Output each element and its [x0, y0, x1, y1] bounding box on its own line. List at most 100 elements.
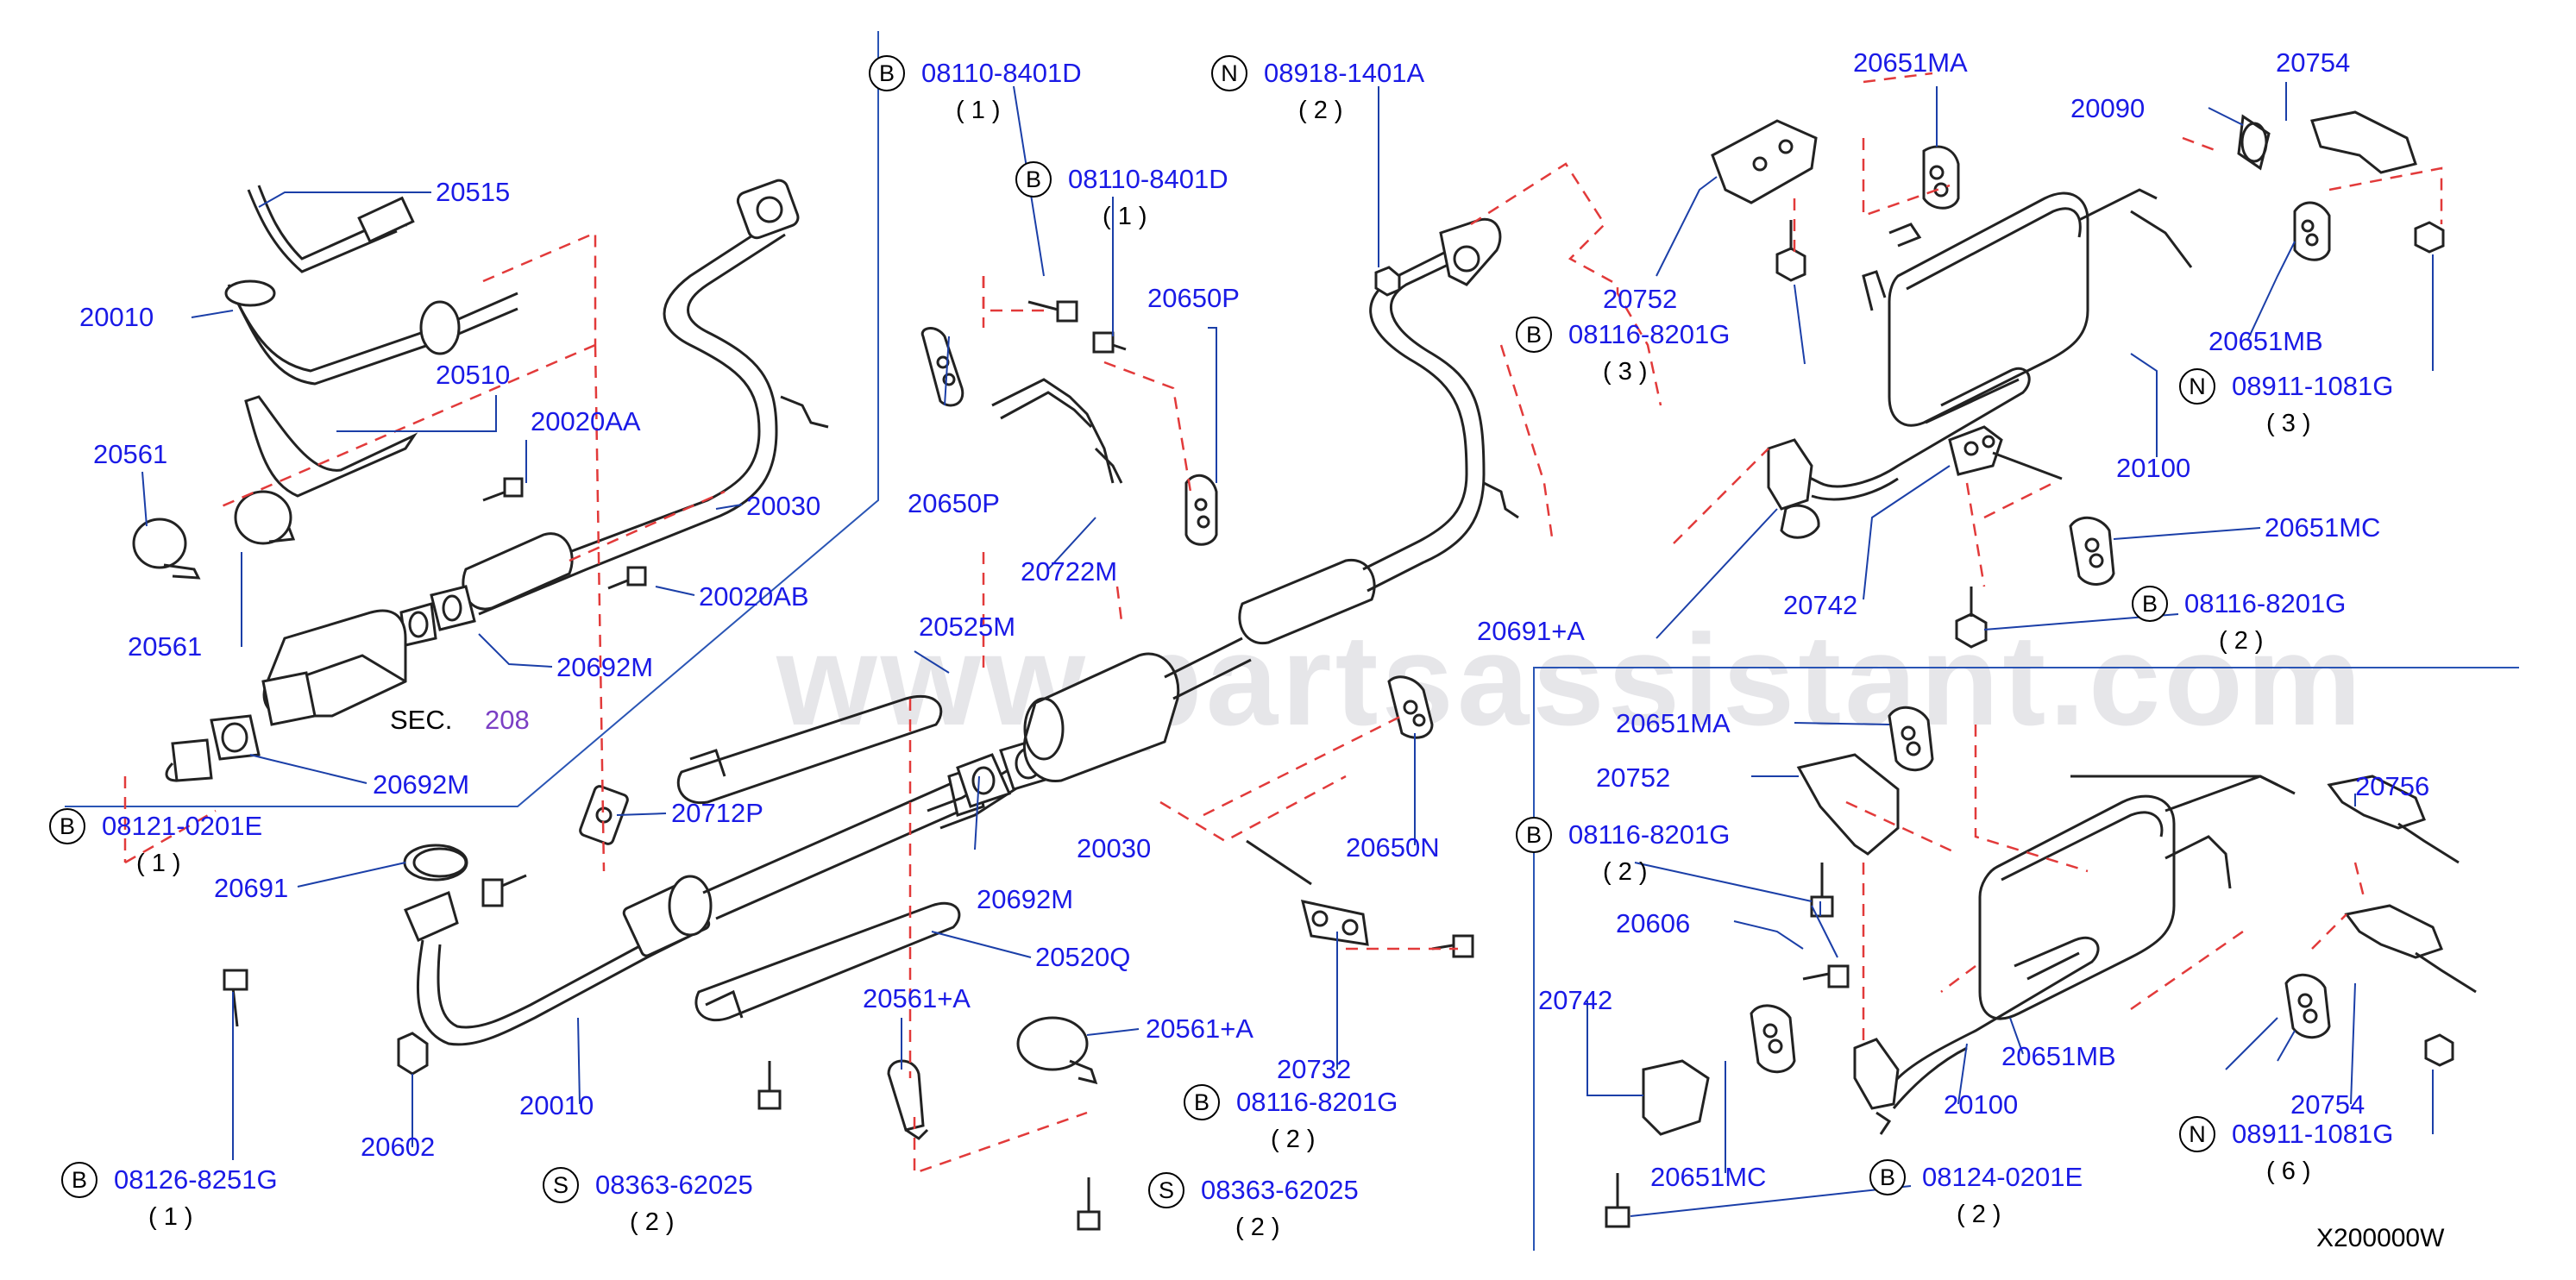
fastener-number[interactable]: 08363-62025: [595, 1170, 753, 1200]
part-number-20691-plus-a[interactable]: 20691+A: [1477, 616, 1585, 646]
part-number-20010[interactable]: 20010: [79, 302, 154, 332]
part-number-20510[interactable]: 20510: [436, 360, 510, 390]
fastener-number[interactable]: 08110-8401D: [1068, 164, 1228, 194]
fastener-type-badge: [1869, 1159, 1906, 1195]
fastener-number[interactable]: 08911-1081G: [2232, 1119, 2393, 1149]
hanger-mid-group: [920, 300, 1474, 958]
fastener-type-letter: B: [1880, 1164, 1895, 1190]
part-number-20692m[interactable]: 20692M: [977, 884, 1073, 914]
sec-number-link[interactable]: 208: [485, 705, 530, 735]
part-number-20754[interactable]: 20754: [2276, 47, 2350, 78]
part-number-20561-plus-a[interactable]: 20561+A: [1146, 1013, 1253, 1044]
part-number-20692m[interactable]: 20692M: [373, 769, 469, 800]
part-number-20020ab[interactable]: 20020AB: [699, 581, 809, 612]
part-number-20561-plus-a[interactable]: 20561+A: [863, 983, 971, 1013]
part-number-20561[interactable]: 20561: [93, 439, 167, 469]
part-number-20651mc[interactable]: 20651MC: [1650, 1162, 1766, 1192]
fastener-quantity: ( 2 ): [2219, 627, 2264, 655]
fastener-type-badge: [869, 55, 905, 91]
fastener-number[interactable]: 08110-8401D: [921, 58, 1082, 88]
part-number-20100[interactable]: 20100: [1944, 1089, 2018, 1120]
fastener-number[interactable]: 08121-0201E: [102, 811, 262, 841]
part-number-20692m[interactable]: 20692M: [556, 652, 653, 682]
part-number-20030[interactable]: 20030: [1077, 833, 1151, 863]
fastener-number[interactable]: 08918-1401A: [1264, 58, 1424, 88]
fastener-number[interactable]: 08116-8201G: [2184, 588, 2346, 618]
fastener-type-badge: [543, 1167, 579, 1203]
fastener-callout-08116-8201G[interactable]: B 08116-8201G ( 2 ): [2132, 586, 2346, 655]
fastener-type-letter: S: [1159, 1177, 1174, 1203]
part-number-20752[interactable]: 20752: [1596, 762, 1670, 793]
fastener-type-badge: [2132, 586, 2168, 622]
part-number-20732[interactable]: 20732: [1277, 1054, 1351, 1084]
part-number-20515[interactable]: 20515: [436, 177, 510, 207]
sec-prefix: SEC.: [390, 705, 452, 735]
fastener-number[interactable]: 08363-62025: [1201, 1175, 1359, 1205]
fastener-type-badge: [1211, 55, 1247, 91]
part-number-20691[interactable]: 20691: [214, 873, 288, 903]
rear-muffler-lower-group: [1605, 706, 2477, 1228]
heat-shield-group: [676, 694, 961, 1022]
part-labels: 20515 20010 20510 20020AA 20561 20030 20020AB 2…: [79, 47, 2429, 1192]
fastener-type-letter: B: [72, 1167, 87, 1193]
part-number-20650p[interactable]: 20650P: [1147, 283, 1240, 313]
diagram-code: X200000W: [2316, 1224, 2445, 1252]
fastener-number[interactable]: 08116-8201G: [1236, 1087, 1398, 1117]
fastener-type-letter: B: [1026, 166, 1041, 192]
fastener-type-badge: [1516, 817, 1552, 853]
part-number-20650p[interactable]: 20650P: [908, 488, 1000, 518]
part-number-20010[interactable]: 20010: [519, 1090, 594, 1120]
part-number-20752[interactable]: 20752: [1603, 284, 1677, 314]
part-number-20651mb[interactable]: 20651MB: [2208, 326, 2323, 356]
part-number-20651mb[interactable]: 20651MB: [2001, 1041, 2116, 1071]
fastener-type-letter: B: [1194, 1089, 1209, 1115]
fastener-type-badge: [2179, 1116, 2215, 1152]
part-number-20754[interactable]: 20754: [2290, 1089, 2365, 1120]
part-number-20520q[interactable]: 20520Q: [1035, 942, 1130, 972]
part-number-20651ma[interactable]: 20651MA: [1853, 47, 1968, 78]
part-number-20561[interactable]: 20561: [128, 631, 202, 662]
fastener-callout-08911-1081G[interactable]: N 08911-1081G ( 6 ): [2179, 1116, 2393, 1185]
fastener-type-letter: B: [2142, 591, 2158, 617]
part-number-20525m[interactable]: 20525M: [919, 612, 1015, 642]
fastener-type-letter: N: [2189, 1121, 2206, 1147]
part-number-20650n[interactable]: 20650N: [1346, 832, 1440, 863]
section-frames: [65, 31, 2519, 1251]
part-number-20651ma[interactable]: 20651MA: [1616, 708, 1731, 738]
fastener-type-badge: [61, 1162, 97, 1198]
fastener-number[interactable]: 08911-1081G: [2232, 371, 2393, 401]
fastener-quantity: ( 6 ): [2266, 1158, 2311, 1185]
fastener-type-letter: S: [553, 1172, 569, 1198]
part-number-20606[interactable]: 20606: [1616, 908, 1690, 938]
part-number-20602[interactable]: 20602: [361, 1132, 435, 1162]
fastener-number[interactable]: 08116-8201G: [1568, 319, 1730, 349]
part-number-20100[interactable]: 20100: [2116, 453, 2190, 483]
part-number-20712p[interactable]: 20712P: [671, 798, 763, 828]
fastener-number[interactable]: 08116-8201G: [1568, 819, 1730, 850]
fastener-type-badge: [1516, 317, 1552, 353]
fastener-number[interactable]: 08126-8251G: [114, 1164, 278, 1195]
part-number-20742[interactable]: 20742: [1783, 590, 1857, 620]
part-number-20756[interactable]: 20756: [2355, 771, 2429, 801]
part-number-20030[interactable]: 20030: [746, 491, 820, 521]
part-number-20742[interactable]: 20742: [1538, 985, 1612, 1015]
part-number-20651mc[interactable]: 20651MC: [2265, 512, 2380, 543]
part-number-20722m[interactable]: 20722M: [1021, 556, 1117, 587]
section-reference[interactable]: SEC. 208: [390, 705, 530, 735]
part-number-20020aa[interactable]: 20020AA: [531, 406, 641, 436]
part-number-20090[interactable]: 20090: [2070, 93, 2145, 123]
fastener-number[interactable]: 08124-0201E: [1922, 1162, 2083, 1192]
